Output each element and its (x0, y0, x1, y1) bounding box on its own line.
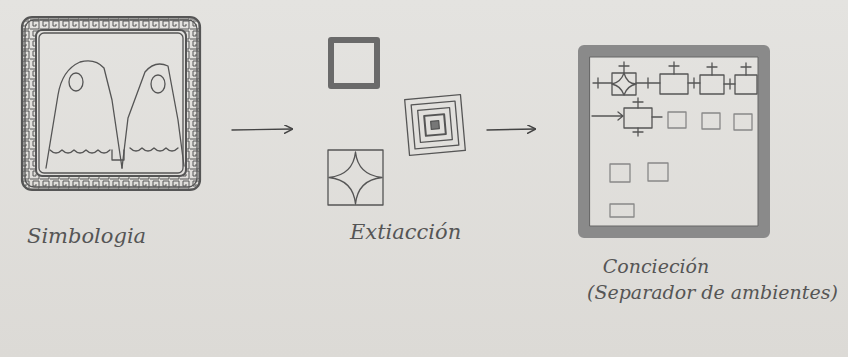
greek-key-band (22, 17, 200, 190)
flow-arrow (232, 129, 292, 130)
star-square (328, 150, 383, 205)
flow-arrow (487, 129, 535, 130)
thick-frame (584, 51, 764, 232)
mountain-right-base (130, 148, 178, 151)
mountain-left-base (50, 150, 110, 153)
inner-border-inner (39, 33, 183, 173)
valley-mark (112, 150, 124, 160)
handwritten-caption: Concieción (591, 255, 721, 278)
concave-star (329, 152, 382, 204)
inner-border (36, 30, 186, 176)
sketch-group: Simbologia (15, 10, 232, 270)
concentric-squares (405, 95, 466, 156)
mountain-left (46, 61, 122, 168)
mountain-right (122, 64, 184, 168)
module-grid (592, 62, 757, 217)
handwritten-caption: Simbologia (27, 224, 217, 249)
handwritten-caption: Extiacción (350, 220, 485, 245)
handwritten-caption: (Separador de ambientes) (587, 281, 842, 304)
outer-border-inner (25, 20, 197, 187)
crater-right (151, 75, 165, 93)
crater-left (69, 73, 83, 91)
frame-inner-line (590, 57, 758, 226)
sketch-group: Concieción (Separador de ambientes) (535, 35, 845, 325)
sketch-group: Extiacción (292, 20, 487, 260)
outer-border (22, 17, 200, 190)
thick-square (331, 40, 377, 86)
